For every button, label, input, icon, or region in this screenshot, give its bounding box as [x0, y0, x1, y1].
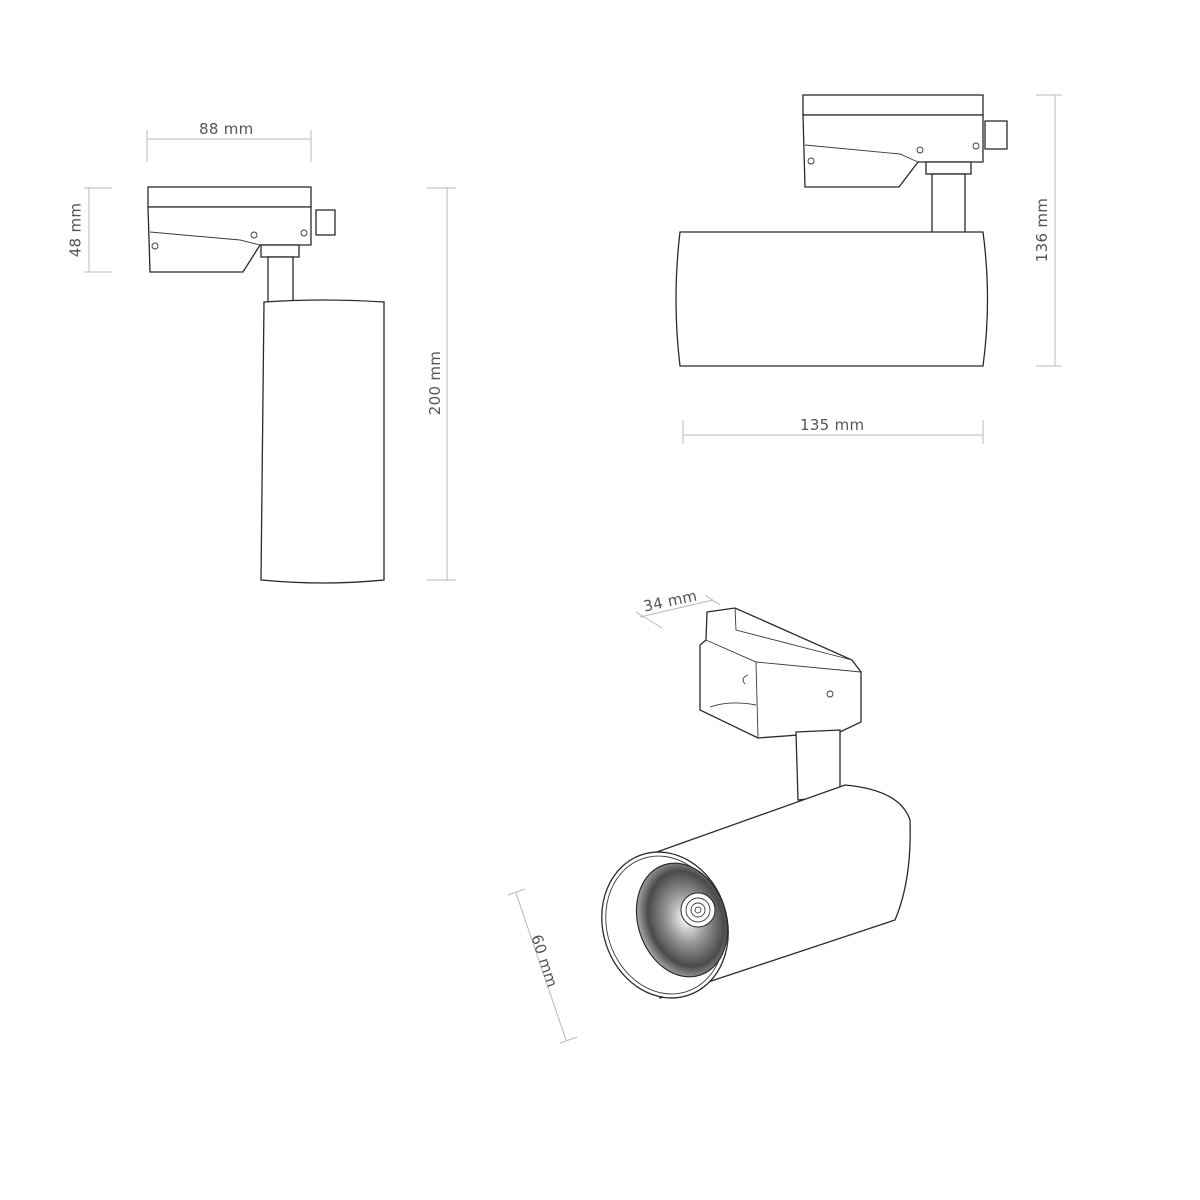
dim-label-48mm: 48 mm — [66, 202, 85, 258]
dimension-60mm — [507, 888, 578, 1044]
dimension-136mm — [1036, 94, 1062, 367]
dim-label-88mm: 88 mm — [199, 120, 254, 138]
dimension-88mm — [146, 130, 312, 162]
cylinder-body — [675, 231, 989, 367]
led-lens — [680, 892, 716, 928]
isometric-view — [507, 594, 911, 1044]
front-view — [84, 130, 456, 584]
dim-label-200mm: 200 mm — [426, 350, 445, 416]
track-adapter — [699, 607, 862, 739]
dim-label-135mm: 135 mm — [800, 416, 865, 434]
side-view — [675, 94, 1062, 444]
dimension-48mm — [84, 187, 112, 273]
stem — [931, 173, 966, 235]
dimension-200mm — [427, 187, 456, 581]
cylinder-body — [260, 299, 385, 584]
stem — [267, 256, 294, 303]
reflector — [635, 862, 729, 978]
dimension-34mm — [635, 594, 721, 629]
track-adapter — [802, 94, 1008, 188]
dimension-135mm — [682, 420, 984, 444]
track-adapter — [147, 186, 336, 273]
dim-label-136mm: 136 mm — [1033, 197, 1052, 263]
